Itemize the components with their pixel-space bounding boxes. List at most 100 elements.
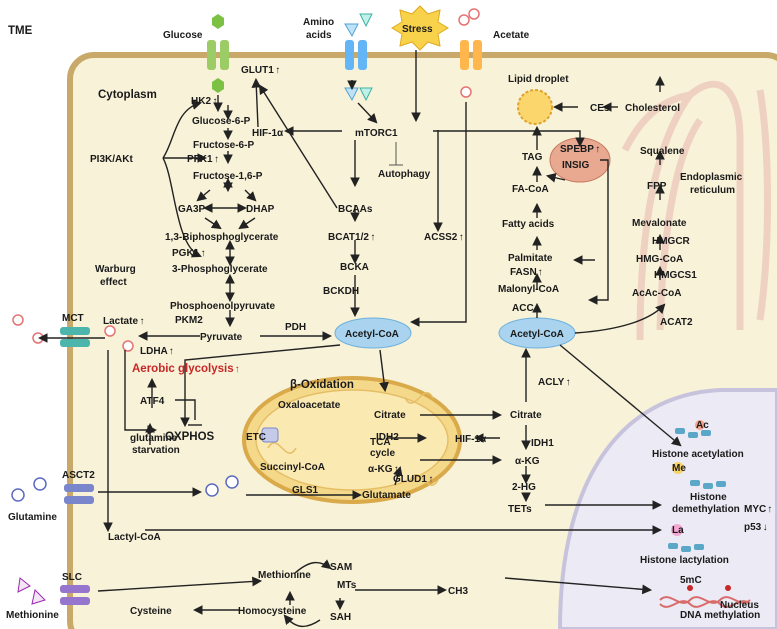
acetate-transporter-icon (458, 8, 482, 98)
glud1-label: GLUD1 (393, 474, 427, 485)
mito-akg-label: α-KG (368, 464, 393, 475)
myc-label: MYC (744, 504, 766, 515)
methionine-label: Methionine (258, 570, 311, 581)
f16p-label: Fructose-1,6-P (193, 171, 263, 182)
ldha-label: LDHA (140, 346, 168, 357)
up-arrow-icon: ↑ (459, 232, 464, 243)
tca-line1: TCA (370, 437, 391, 448)
fatty-acids-label: Fatty acids (502, 219, 555, 230)
la-mark-label: La (672, 525, 684, 536)
acc-label: ACC (512, 303, 534, 314)
histone-lactylation-label: Histone lactylation (640, 555, 729, 566)
up-arrow-icon: ↑ (428, 474, 433, 485)
dhap-label: DHAP (246, 204, 275, 215)
ch3-label: CH3 (448, 586, 468, 597)
atf4-label: ATF4 (140, 396, 165, 407)
mct-label: MCT (62, 313, 84, 324)
hif1a-right-label: HIF-1α (455, 434, 487, 445)
up-arrow-icon: ↑ (370, 232, 375, 243)
ces-label: CEs (590, 103, 610, 114)
glutamine-starvation-line1: glutamine (130, 433, 178, 444)
er-label-line2: reticulum (690, 185, 735, 196)
palmitate-label: Palmitate (508, 253, 553, 264)
acss2-label: ACSS2 (424, 232, 458, 243)
acetyl-coa-left-label: Acetyl-CoA (345, 329, 399, 340)
methionine-input-label: Methionine (6, 610, 59, 621)
autophagy-label: Autophagy (378, 169, 431, 180)
slc-label: SLC (62, 572, 82, 583)
pfk1-label: PFK1 (187, 154, 213, 165)
warburg-label-line2: effect (100, 277, 127, 288)
up-arrow-icon: ↑ (235, 364, 240, 375)
er-label-line1: Endoplasmic (680, 172, 743, 183)
histone-acetylation-icon (675, 420, 711, 438)
acat2-label: ACAT2 (660, 317, 693, 328)
mct-transporter-icon (12, 314, 134, 352)
mito-citrate-label: Citrate (374, 410, 406, 421)
idh2-label: IDH2 (376, 432, 399, 443)
squalene-label: Squalene (640, 146, 685, 157)
up-arrow-icon: ↑ (538, 267, 543, 278)
bcat-label: BCAT1/2 (328, 232, 369, 243)
beta-oxidation-label: β-Oxidation (290, 379, 354, 391)
pgk1-label: PGK1 (172, 248, 200, 259)
sah-label: SAH (330, 612, 351, 623)
facoa-label: FA-CoA (512, 184, 549, 195)
ac-mark-label: Ac (696, 420, 709, 431)
aerobic-glycolysis-label: Aerobic glycolysis (132, 363, 234, 375)
amino-label-line1: Amino (303, 17, 334, 28)
histone-demethylation-line2: demethylation (672, 504, 740, 515)
asct2-transporter-icon (11, 475, 239, 504)
warburg-label-line1: Warburg (95, 264, 136, 275)
insig-label: INSIG (562, 160, 589, 171)
p53-label: p53 (744, 522, 762, 533)
cysteine-label: Cysteine (130, 606, 172, 617)
cyto-citrate-label: Citrate (510, 410, 542, 421)
tme-label: TME (8, 25, 33, 37)
histone-demethylation-icon (672, 462, 726, 489)
ga3p-label: GA3P (178, 204, 206, 215)
lactyl-coa-label: Lactyl-CoA (108, 532, 161, 543)
glutamate-label: Glutamate (362, 490, 411, 501)
bcka-label: BCKA (340, 262, 369, 273)
bpg-label: 1,3-Biphosphoglycerate (165, 232, 279, 243)
pep-label: Phosphoenolpyruvate (170, 301, 275, 312)
tca-line2: cycle (370, 448, 395, 459)
lipid-droplet-icon (517, 89, 553, 125)
stress-label: Stress (402, 24, 433, 35)
glut1-label: GLUT1 (241, 65, 274, 76)
tets-label: TETs (508, 504, 532, 515)
spebp-label: SPEBP (560, 144, 594, 155)
pg3-label: 3-Phosphoglycerate (172, 264, 268, 275)
up-arrow-icon: ↑ (767, 504, 772, 515)
pathway-arrows (37, 50, 682, 627)
acetyl-coa-right-label: Acetyl-CoA (510, 329, 564, 340)
acac-coa-label: AcAc-CoA (632, 288, 681, 299)
acetyl-coa-cloud-left (334, 317, 412, 349)
up-arrow-icon: ↑ (201, 248, 206, 259)
malonyl-coa-label: Malonyl-CoA (498, 284, 559, 295)
fasn-label: FASN (510, 267, 537, 278)
sam-label: SAM (330, 562, 352, 573)
fpp-label: FPP (647, 181, 667, 192)
up-arrow-icon: ↑ (275, 65, 280, 76)
up-arrow-icon: ↑ (169, 346, 174, 357)
up-arrow-icon: ↑ (394, 464, 399, 475)
cytoplasm-label: Cytoplasm (98, 89, 157, 101)
histone-lactylation-icon (668, 524, 704, 552)
mtorc1-label: mTORC1 (355, 128, 398, 139)
pdh-label: PDH (285, 322, 306, 333)
hmgcs1-label: HMGCS1 (654, 270, 697, 281)
up-arrow-icon: ↑ (566, 377, 571, 388)
tag-label: TAG (522, 152, 543, 163)
up-arrow-icon: ↑ (535, 303, 540, 314)
up-arrow-icon: ↑ (595, 144, 600, 155)
stress-burst-icon (391, 5, 449, 51)
etc-icon (261, 427, 279, 443)
oxphos-label: OXPHOS (165, 431, 215, 443)
nucleus-region (557, 388, 777, 629)
histone-acetylation-label: Histone acetylation (652, 449, 744, 460)
five-mc-label: 5mC (680, 575, 702, 586)
gls1-label: GLS1 (292, 485, 319, 496)
